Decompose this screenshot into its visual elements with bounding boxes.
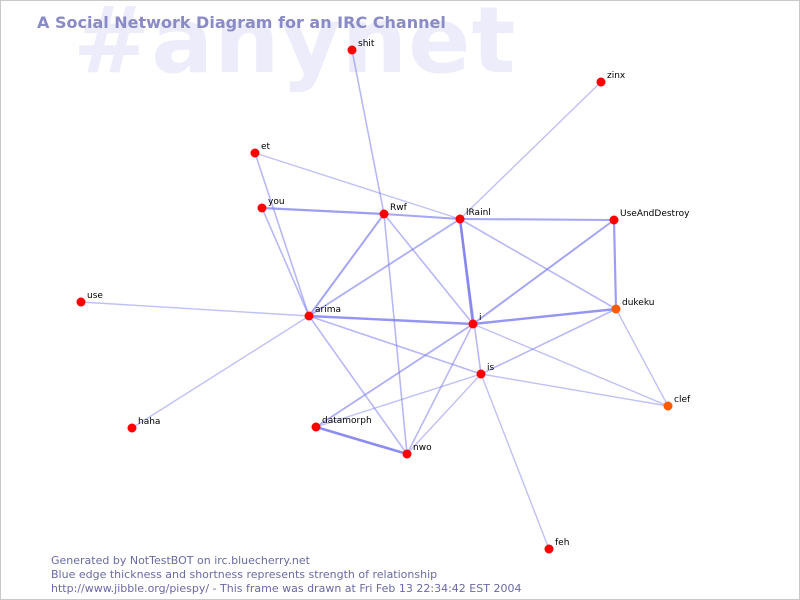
edge-is-nwo — [406, 373, 482, 455]
node-label: clef — [674, 395, 691, 405]
edge-is-feh — [480, 373, 550, 550]
node-label: i — [479, 313, 482, 323]
edge-i-nwo — [406, 323, 474, 455]
edge-datamorph-nwo — [314, 425, 409, 456]
edge-is-clef — [480, 373, 669, 407]
node-label: use — [87, 291, 103, 301]
node-Rwf[interactable]: Rwf — [379, 203, 408, 219]
edge-Rwf-lRainl — [383, 213, 461, 220]
footer: Generated by NotTestBOT on irc.bluecherr… — [51, 554, 521, 596]
edge-i-clef — [472, 323, 669, 407]
edge-arima-nwo — [308, 315, 408, 455]
edge-et-lRainl — [254, 152, 461, 220]
node-label: nwo — [413, 443, 432, 453]
edge-lRainl-UseAndDestroy — [459, 218, 615, 221]
node-dot[interactable] — [611, 304, 621, 314]
node-label: zinx — [607, 71, 626, 81]
node-label: UseAndDestroy — [620, 209, 690, 219]
node-label: datamorph — [322, 416, 372, 426]
node-zinx[interactable]: zinx — [596, 71, 626, 87]
edge-is-datamorph — [315, 373, 482, 428]
node-dot[interactable] — [609, 215, 619, 225]
node-label: arima — [315, 305, 341, 315]
node-label: dukeku — [622, 298, 654, 308]
node-label: is — [487, 363, 495, 373]
edge-layer — [80, 49, 669, 550]
edge-UseAndDestroy-dukeku — [612, 218, 618, 311]
node-et[interactable]: et — [250, 142, 271, 158]
node-UseAndDestroy[interactable]: UseAndDestroy — [609, 209, 691, 225]
node-shit[interactable]: shit — [347, 39, 375, 55]
node-dot[interactable] — [468, 319, 478, 329]
node-nwo[interactable]: nwo — [402, 443, 433, 459]
node-dot[interactable] — [455, 214, 465, 224]
edge-zinx-lRainl — [459, 81, 602, 220]
edge-Rwf-nwo — [383, 213, 408, 455]
edge-i-datamorph — [315, 323, 474, 428]
node-i[interactable]: i — [468, 313, 482, 329]
edge-et-arima — [254, 152, 310, 317]
edge-Rwf-arima — [308, 213, 385, 317]
node-label: shit — [358, 39, 375, 49]
diagram-title: A Social Network Diagram for an IRC Chan… — [37, 13, 446, 32]
edge-shit-Rwf — [351, 49, 385, 215]
node-dot[interactable] — [257, 203, 267, 213]
edge-arima-i — [307, 314, 475, 326]
edge-lRainl-arima — [308, 218, 461, 317]
edge-lRainl-dukeku — [459, 218, 617, 310]
node-label: lRainl — [466, 208, 491, 218]
node-dot[interactable] — [250, 148, 260, 158]
node-dot[interactable] — [304, 311, 314, 321]
edge-UseAndDestroy-i — [472, 219, 615, 325]
footer-generated-by: Generated by NotTestBOT on irc.bluecherr… — [51, 554, 310, 567]
node-dot[interactable] — [663, 401, 673, 411]
edge-lRainl-is — [459, 218, 482, 375]
channel-watermark: #anynet — [73, 0, 517, 94]
edge-dukeku-is — [480, 308, 617, 375]
node-dukeku[interactable]: dukeku — [611, 298, 655, 314]
node-label: et — [261, 142, 271, 152]
node-dot[interactable] — [544, 544, 554, 554]
node-dot[interactable] — [402, 449, 412, 459]
node-clef[interactable]: clef — [663, 395, 691, 411]
node-haha[interactable]: haha — [127, 417, 161, 433]
node-use[interactable]: use — [76, 291, 104, 307]
edge-arima-haha — [131, 315, 310, 429]
footer-source-link[interactable]: http://www.jibble.org/piespy/ - This fra… — [51, 582, 522, 595]
edge-you-arima — [261, 207, 310, 317]
node-dot[interactable] — [379, 209, 389, 219]
node-you[interactable]: you — [257, 197, 285, 213]
node-arima[interactable]: arima — [304, 305, 342, 321]
edge-i-dukeku — [471, 307, 618, 326]
node-datamorph[interactable]: datamorph — [311, 416, 372, 432]
node-dot[interactable] — [127, 423, 137, 433]
edge-Rwf-i — [383, 213, 474, 325]
node-dot[interactable] — [76, 297, 86, 307]
node-label: Rwf — [390, 203, 408, 213]
node-label: feh — [555, 538, 569, 548]
node-dot[interactable] — [596, 77, 606, 87]
node-dot[interactable] — [476, 369, 486, 379]
edge-dukeku-clef — [615, 308, 669, 407]
footer-legend-note: Blue edge thickness and shortness repres… — [51, 568, 438, 581]
node-is[interactable]: is — [476, 363, 495, 379]
node-lRainl[interactable]: lRainl — [455, 208, 491, 224]
node-label: haha — [138, 417, 160, 427]
node-dot[interactable] — [311, 422, 321, 432]
edge-you-Rwf — [260, 206, 386, 216]
node-dot[interactable] — [347, 45, 357, 55]
edge-use-arima — [80, 301, 310, 317]
node-label: you — [268, 197, 285, 207]
node-feh[interactable]: feh — [544, 538, 570, 554]
